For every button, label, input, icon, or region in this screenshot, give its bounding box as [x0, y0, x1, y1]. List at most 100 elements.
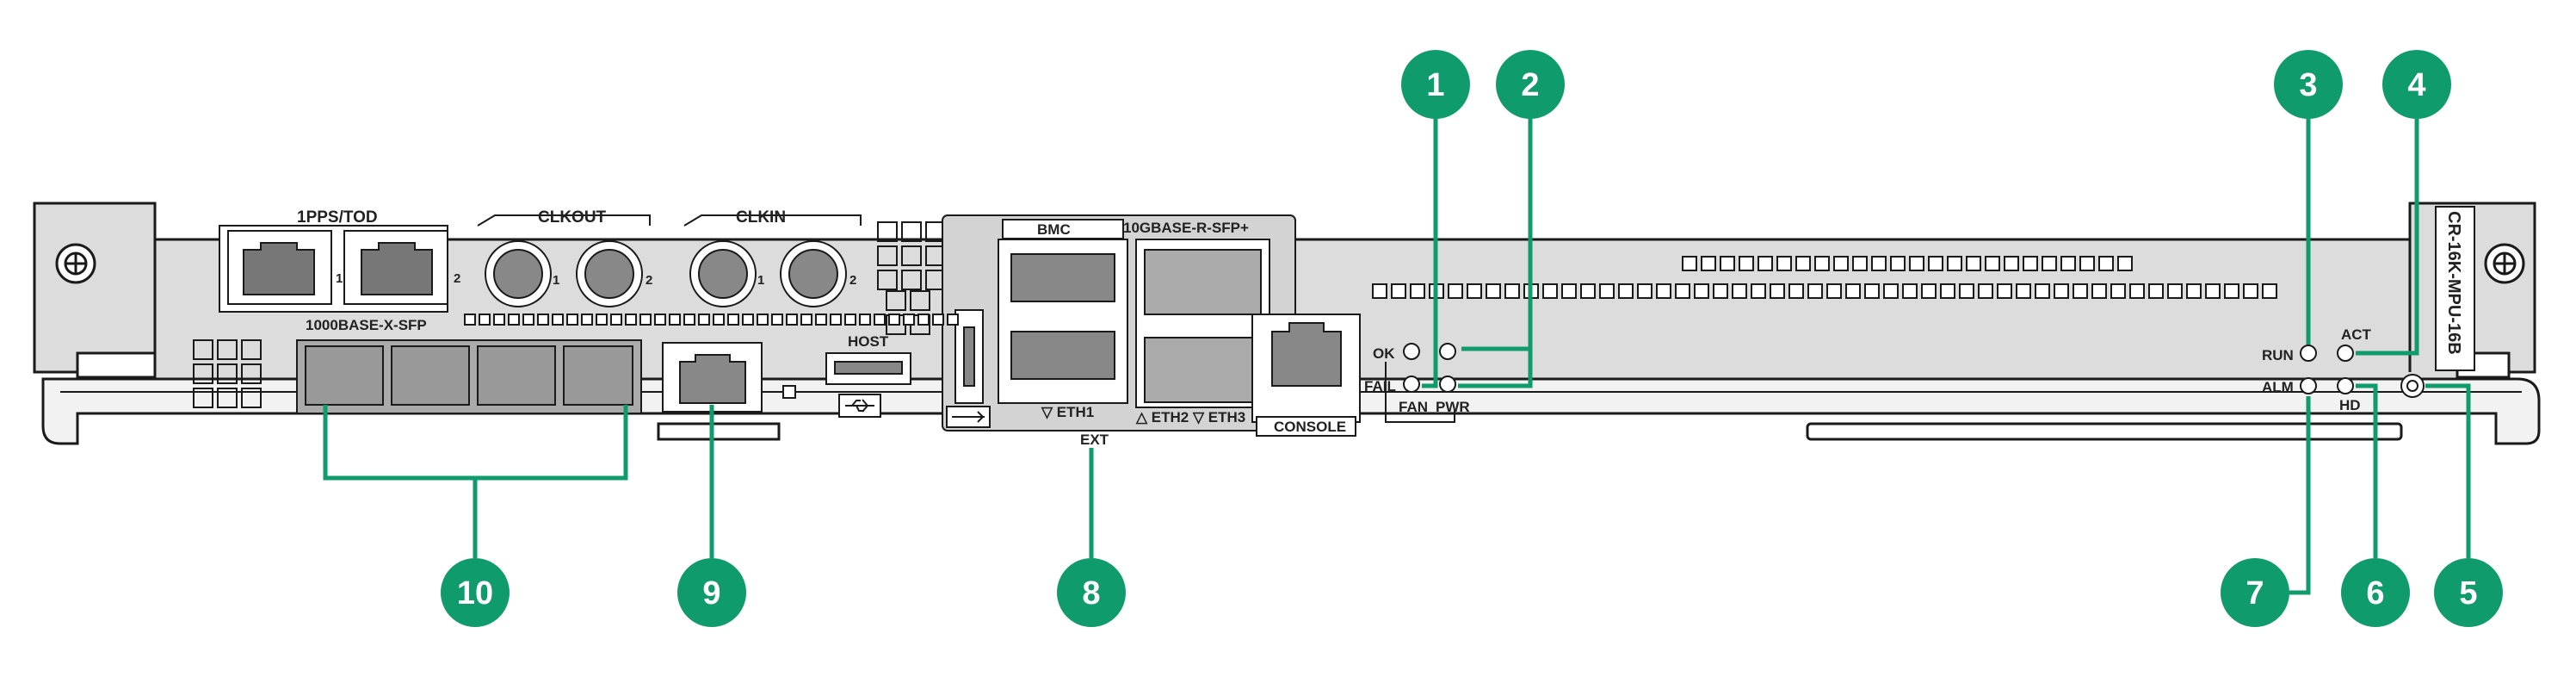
vent-hole [771, 314, 783, 326]
vent-hole [1788, 283, 1804, 299]
vent-hole [800, 314, 812, 326]
tod-port-1[interactable] [243, 242, 315, 295]
fan-fail-led [1403, 376, 1420, 393]
clkin-port-2[interactable] [780, 240, 847, 307]
vent-hole [713, 314, 725, 326]
vent-hole [1985, 256, 2000, 271]
tod-label: 1PPS/TOD [297, 208, 378, 227]
sfp-port-1[interactable] [305, 345, 384, 406]
callout-number-9: 9 [702, 575, 720, 612]
vent-hole [1757, 256, 1773, 271]
sfp-label: 1000BASE-X-SFP [306, 317, 427, 333]
ext-usb-icon [952, 411, 985, 423]
vent-hole [1467, 283, 1482, 299]
vent-hole [1947, 256, 1962, 271]
tod-port-2[interactable] [361, 242, 433, 295]
pwr-label: PWR [1436, 399, 1470, 415]
vent-hole [917, 314, 930, 326]
vent-hole [1682, 256, 1697, 271]
clock-port-group [477, 214, 862, 307]
eth1-port[interactable] [1010, 331, 1115, 380]
vent-hole [2060, 256, 2076, 271]
vent-hole [1701, 256, 1716, 271]
vent-hole [1807, 283, 1823, 299]
vent-hole [2091, 283, 2107, 299]
grid-cell [193, 363, 213, 384]
vent-hole [2110, 283, 2126, 299]
clkout-port-2-num: 2 [646, 273, 652, 288]
vent-hole [1845, 283, 1861, 299]
vent-hole [1720, 256, 1735, 271]
grid-cell [910, 290, 930, 311]
eth1-label: ▽ ETH1 [1041, 404, 1094, 420]
vent-hole [493, 314, 505, 326]
pwr-fail-led [1439, 376, 1456, 393]
vent-hole [552, 314, 564, 326]
vent-hole [1580, 283, 1596, 299]
callout-marker-3 [2274, 50, 2343, 119]
bmc-label: BMC [1037, 221, 1071, 238]
vent-hole [1732, 283, 1747, 299]
vent-hole [1713, 283, 1728, 299]
vent-hole [698, 314, 710, 326]
vent-hole [2117, 256, 2133, 271]
vent-hole [1770, 283, 1785, 299]
vent-hole [1739, 256, 1754, 271]
callout-number-3: 3 [2299, 67, 2317, 103]
ext-box [942, 214, 1296, 432]
callout-line-1 [1422, 119, 1438, 388]
callout-number-10: 10 [457, 575, 493, 612]
host-label: HOST [848, 333, 889, 350]
ejector-latch-left [76, 351, 157, 379]
vent-hole [1561, 283, 1577, 299]
sfp-port-4[interactable] [563, 345, 633, 406]
console-port[interactable] [1271, 322, 1342, 387]
vent-hole [2042, 256, 2057, 271]
pwr-ok-led [1439, 343, 1456, 360]
callout-number-1: 1 [1426, 67, 1444, 103]
callout-marker-1 [1401, 50, 1470, 119]
grid-cell [193, 339, 213, 360]
clkout-port-1[interactable] [485, 240, 552, 307]
vent-hole [1928, 256, 1943, 271]
act-led [2337, 345, 2354, 362]
captive-screw-left[interactable] [55, 243, 96, 284]
vent-hole [639, 314, 652, 326]
grid-cell [877, 221, 898, 242]
clkin-port-1[interactable] [689, 240, 757, 307]
vent-hole [2243, 283, 2258, 299]
clkin-label: CLKIN [736, 208, 786, 227]
vent-hole [2016, 283, 2031, 299]
management-ethernet-port[interactable] [679, 354, 746, 404]
bmc-port[interactable] [1010, 253, 1115, 302]
vent-hole [1410, 283, 1425, 299]
vent-hole [1890, 256, 1906, 271]
eth2-sfpplus-port[interactable] [1144, 249, 1262, 315]
grid-cell [901, 270, 922, 290]
vent-hole [1504, 283, 1520, 299]
grid-cell [217, 363, 238, 384]
eth3-sfpplus-port[interactable] [1144, 337, 1262, 403]
sfp-port-2[interactable] [391, 345, 470, 406]
callout-marker-9 [677, 558, 746, 627]
clkout-label: CLKOUT [538, 208, 607, 227]
grid-cell [241, 388, 262, 408]
grid-cell [901, 245, 922, 266]
callout-line-5 [2425, 383, 2471, 558]
captive-screw-right[interactable] [2484, 243, 2525, 284]
grid-cell [217, 339, 238, 360]
vent-hole [859, 314, 871, 326]
callout-line-6 [2356, 383, 2378, 558]
tod-port-group: 1PPS/TOD 1 2 [219, 208, 460, 313]
sfpplus-label: 10GBASE-R-SFP+ [1123, 220, 1249, 236]
vent-hole [464, 314, 476, 326]
vent-hole [2054, 283, 2069, 299]
clkout-port-2[interactable] [576, 240, 643, 307]
callout-number-2: 2 [1521, 67, 1539, 103]
sfp-cage [296, 339, 642, 414]
callout-marker-7 [2221, 558, 2289, 627]
hd-label: HD [2339, 397, 2361, 413]
sfp-port-3[interactable] [477, 345, 556, 406]
callout-line-2 [1458, 119, 1533, 388]
vent-hole [1656, 283, 1671, 299]
